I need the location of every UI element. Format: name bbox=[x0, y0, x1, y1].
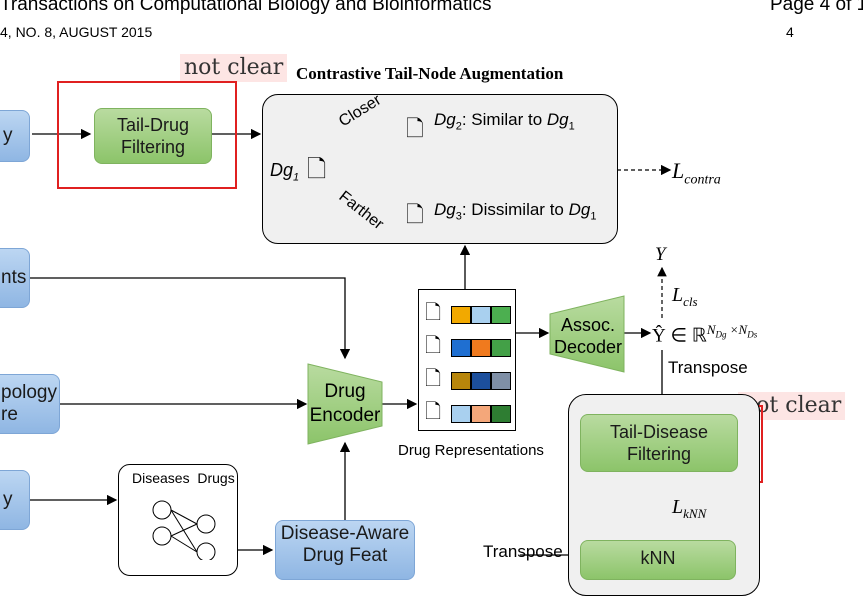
assoc-decoder-shape bbox=[549, 295, 625, 373]
drug-bottle-icon: 🗋 bbox=[425, 401, 442, 423]
drug-bottle-icon: 🗋 bbox=[425, 302, 442, 324]
drug-encoder-label: Drug Encoder bbox=[309, 381, 381, 426]
drug-bottle-icon-dg3: 🗋 bbox=[406, 202, 424, 227]
drug-representation-row: 🗋 bbox=[425, 331, 511, 365]
yhat-expression: Ŷ ∈ ℝNDg ×NDs bbox=[652, 322, 758, 347]
embedding-cell bbox=[451, 339, 471, 357]
annotation-note-top: not clear bbox=[180, 54, 288, 82]
diseases-drugs-label: Diseases Drugs bbox=[132, 470, 235, 486]
drug-representation-row: 🗋 bbox=[425, 298, 511, 332]
y-label: Y bbox=[655, 244, 666, 265]
drug-bottle-icon: 🗋 bbox=[425, 368, 442, 390]
embedding-cell bbox=[471, 339, 491, 357]
input-box-4: y bbox=[0, 470, 30, 530]
embedding-cell bbox=[471, 405, 491, 423]
drug-representations-panel: 🗋 🗋 🗋 🗋 bbox=[418, 289, 516, 431]
input-box-4-label: y bbox=[3, 489, 13, 510]
disease-aware-feature-label: Disease-Aware Drug Feat bbox=[280, 523, 410, 566]
embedding-cell bbox=[451, 306, 471, 324]
dg1-label: Dg1 bbox=[270, 160, 300, 184]
highlight-tail-drug bbox=[57, 81, 237, 189]
disease-aware-feature-box: Disease-Aware Drug Feat bbox=[275, 520, 415, 580]
drug-encoder-shape bbox=[307, 363, 383, 445]
embedding-cell bbox=[491, 372, 511, 390]
page-number: 4 bbox=[786, 24, 794, 40]
input-box-2: nts bbox=[0, 248, 30, 308]
l-knn-label: LkNN bbox=[672, 496, 707, 521]
assoc-decoder-label: Assoc. Decoder bbox=[553, 315, 623, 357]
journal-title: Transactions on Computational Biology an… bbox=[0, 0, 492, 15]
embedding-cell bbox=[491, 306, 511, 324]
issue-info: 4, NO. 8, AUGUST 2015 bbox=[0, 24, 153, 40]
drug-bottle-icon-dg1: 🗋 bbox=[307, 156, 327, 183]
section-title: Contrastive Tail-Node Augmentation bbox=[296, 64, 564, 83]
tail-drug-filtering-label: Tail-Drug Filtering bbox=[116, 115, 190, 157]
transpose-label-2: Transpose bbox=[483, 542, 563, 561]
dg2-description: Dg2: Similar to Dg1 bbox=[434, 110, 575, 133]
bipartite-graph bbox=[152, 500, 216, 560]
input-box-1: y bbox=[0, 110, 30, 162]
input-box-3-label: pology re bbox=[1, 382, 57, 425]
l-cls-label: Lcls bbox=[672, 284, 698, 309]
embedding-cell bbox=[471, 372, 491, 390]
drug-representation-row: 🗋 bbox=[425, 397, 511, 431]
dg3-description: Dg3: Dissimilar to Dg1 bbox=[434, 200, 597, 223]
tail-disease-filtering-label: Tail-Disease Filtering bbox=[609, 422, 709, 464]
knn-box: kNN bbox=[580, 540, 736, 580]
contrastive-panel bbox=[262, 94, 618, 244]
drug-bottle-icon: 🗋 bbox=[425, 335, 442, 357]
input-box-3: pology re bbox=[0, 374, 60, 434]
tail-drug-filtering-box: Tail-Drug Filtering bbox=[94, 108, 212, 164]
l-contra-label: Lcontra bbox=[672, 158, 721, 188]
knn-label: kNN bbox=[640, 548, 676, 568]
embedding-cell bbox=[491, 405, 511, 423]
figure-connectors bbox=[30, 125, 672, 556]
page-label: Page 4 of 1 bbox=[770, 0, 863, 15]
drug-representations-label: Drug Representations bbox=[398, 442, 544, 459]
input-box-2-label: nts bbox=[1, 267, 27, 288]
transpose-label-1: Transpose bbox=[668, 358, 748, 377]
embedding-cell bbox=[451, 372, 471, 390]
embedding-cell bbox=[491, 339, 511, 357]
tail-disease-filtering-box: Tail-Disease Filtering bbox=[580, 414, 738, 472]
drug-bottle-icon-dg2: 🗋 bbox=[406, 116, 424, 141]
embedding-cell bbox=[471, 306, 491, 324]
drug-representation-row: 🗋 bbox=[425, 364, 511, 398]
embedding-cell bbox=[451, 405, 471, 423]
input-box-1-label: y bbox=[3, 125, 13, 146]
bipartite-graph-panel bbox=[118, 464, 238, 576]
